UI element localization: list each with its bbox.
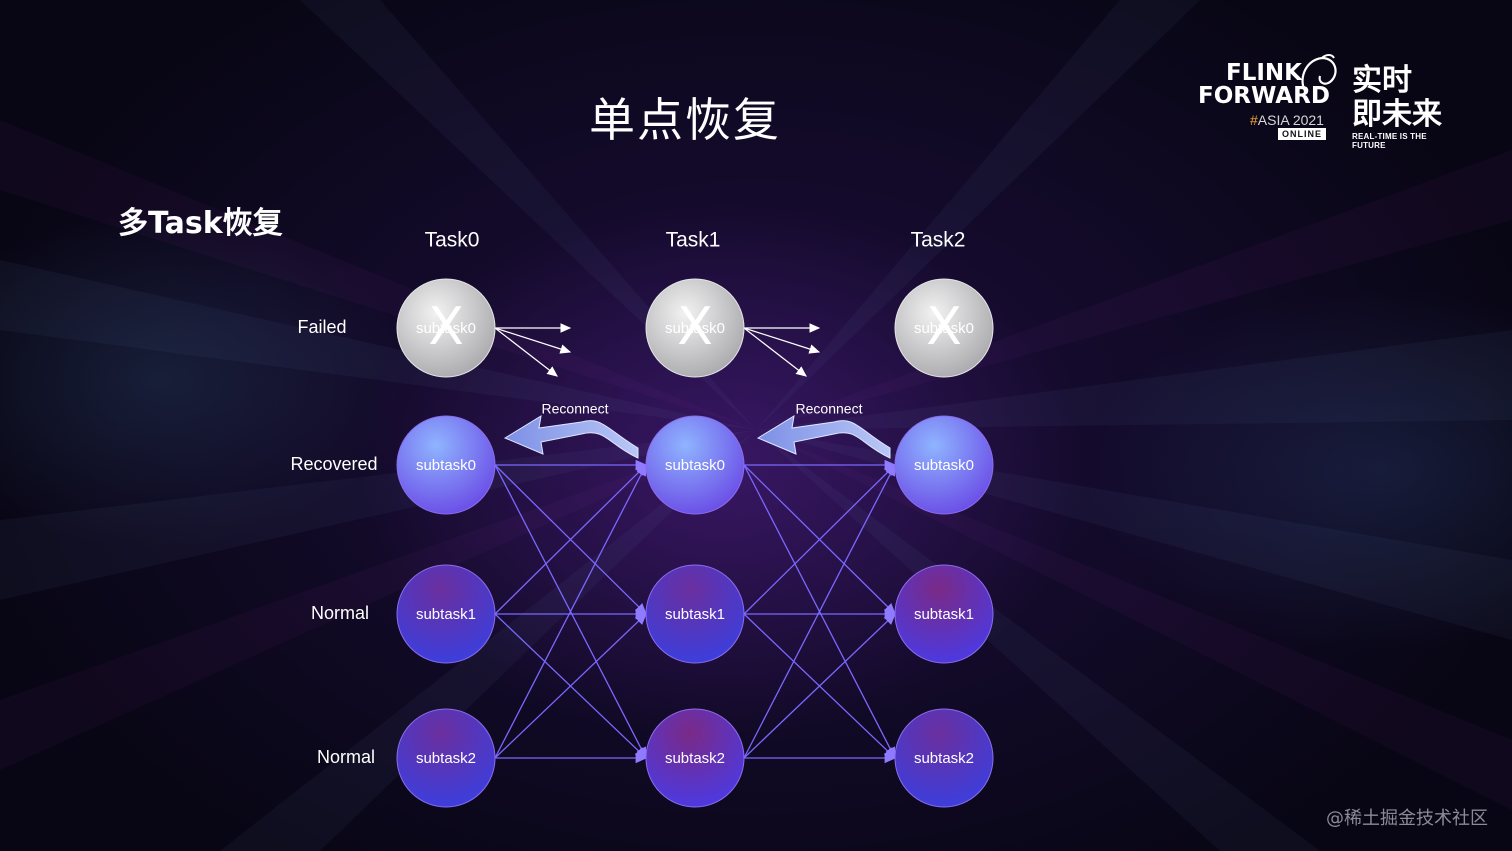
- edge-task1-s2-task2-s1: [743, 613, 896, 759]
- node-label: subtask1: [914, 606, 974, 623]
- node-label: subtask0: [416, 457, 476, 474]
- failed-output-arrow: [494, 327, 572, 354]
- column-header-task0: Task0: [425, 229, 480, 252]
- node-task2-subtask2: subtask2: [894, 708, 994, 808]
- node-circle: [396, 708, 496, 808]
- row-label-normal-2: Normal: [311, 603, 369, 623]
- node-task1-subtask0: subtask0: [645, 415, 745, 515]
- node-circle: [645, 415, 745, 515]
- edge-task0-s1-task1-s0: [494, 464, 647, 615]
- row-label-recovered-1: Recovered: [290, 454, 377, 474]
- edge-task0-s2-task1-s1: [494, 613, 647, 759]
- node-task1-subtask1: subtask1: [645, 564, 745, 664]
- node-label: subtask2: [665, 750, 725, 767]
- section-subtitle: 多Task恢复: [118, 206, 283, 241]
- logo-line2: FORWARD: [1198, 83, 1330, 109]
- node-label: subtask2: [416, 750, 476, 767]
- column-header-task1: Task1: [666, 229, 721, 252]
- logo-cn-line1: 实时: [1352, 63, 1412, 98]
- node-task0-subtask2: subtask2: [396, 708, 496, 808]
- logo-chinese-slogan: 实时 即未来: [1352, 64, 1442, 132]
- node-label: subtask1: [416, 606, 476, 623]
- node-circle: [396, 278, 496, 378]
- node-circle: [894, 415, 994, 515]
- edge-task1-s2-task2-s0: [743, 463, 896, 759]
- node-task2-subtask1: subtask1: [894, 564, 994, 664]
- failed-output-arrow: [743, 327, 807, 377]
- column-header-task2: Task2: [911, 229, 966, 252]
- node-label: subtask1: [665, 606, 725, 623]
- failed-output-arrow: [743, 327, 821, 354]
- node-label: subtask0: [914, 320, 974, 337]
- reconnect-arrow-1: [756, 415, 891, 459]
- reconnect-label-0: Reconnect: [542, 401, 609, 417]
- squirrel-icon: [1301, 54, 1337, 93]
- flink-forward-logo: FLINK FORWARD #ASIA 2021 ONLINE 实时 即未来 R…: [1196, 52, 1456, 150]
- node-label: subtask0: [416, 320, 476, 337]
- node-label: subtask0: [665, 457, 725, 474]
- node-circle: [645, 564, 745, 664]
- node-task1-subtask2: subtask2: [645, 708, 745, 808]
- node-circle: [396, 415, 496, 515]
- failed-x-mark: X: [926, 297, 962, 357]
- logo-online-badge: ONLINE: [1278, 128, 1327, 140]
- node-circle: [894, 278, 994, 378]
- slide-title: 单点恢复: [589, 93, 781, 147]
- logo-line1: FLINK: [1226, 60, 1302, 86]
- logo-wordmark: FLINK FORWARD: [1198, 62, 1330, 108]
- node-task0-subtask0: subtask0: [396, 415, 496, 515]
- failed-output-arrow: [494, 327, 558, 377]
- watermark: @稀土掘金技术社区: [1326, 808, 1488, 829]
- edge-task1-s1-task2-s0: [743, 464, 896, 615]
- failed-x-mark: X: [428, 297, 464, 357]
- node-circle: [396, 564, 496, 664]
- node-label: subtask2: [914, 750, 974, 767]
- reconnect-label-1: Reconnect: [796, 401, 863, 417]
- edge-task0-s2-task1-s0: [494, 463, 647, 759]
- row-label-failed-0: Failed: [297, 317, 346, 337]
- reconnect-arrow-0: [503, 415, 639, 459]
- logo-tagline: REAL-TIME IS THE FUTURE: [1352, 132, 1427, 150]
- failed-x-mark: X: [677, 297, 713, 357]
- node-task0-subtask1: subtask1: [396, 564, 496, 664]
- row-label-normal-3: Normal: [317, 747, 375, 767]
- node-label: subtask0: [665, 320, 725, 337]
- node-circle: [645, 278, 745, 378]
- node-circle: [894, 708, 994, 808]
- node-label: subtask0: [914, 457, 974, 474]
- node-task2-subtask0: subtask0: [894, 415, 994, 515]
- node-circle: [894, 564, 994, 664]
- logo-cn-line2: 即未来: [1352, 97, 1442, 132]
- node-circle: [645, 708, 745, 808]
- logo-event: #ASIA 2021: [1250, 112, 1324, 128]
